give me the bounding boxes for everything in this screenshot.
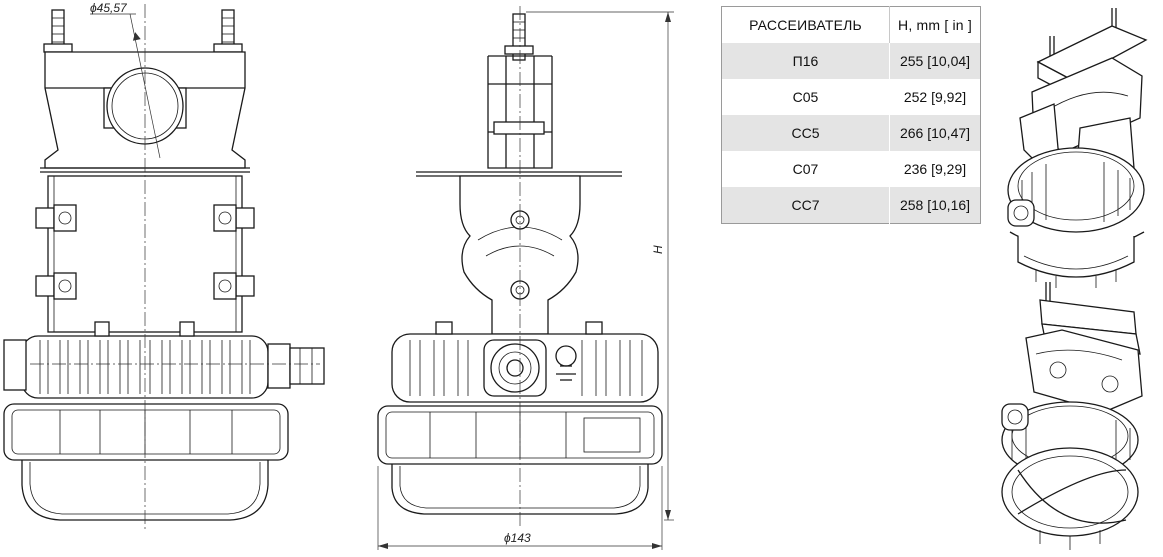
table-row: П16 255 [10,04] xyxy=(721,43,981,79)
isometric-view-bottom xyxy=(1001,282,1143,550)
height-cell: 258 [10,16] xyxy=(889,186,981,224)
side-housing xyxy=(391,321,659,403)
height-cell: 252 [9,92] xyxy=(903,88,967,105)
bracket-diameter-label: ϕ45,57 xyxy=(90,1,128,15)
diffuser-height-table: РАССЕИВАТЕЛЬ H, mm [ in ] П16 255 [10,04… xyxy=(721,6,981,224)
isometric-view-top xyxy=(1007,8,1148,288)
bracket-diameter-dimension: ϕ45,57 xyxy=(90,1,161,159)
diffuser-cell: С07 xyxy=(721,150,890,187)
diffuser-cell: СС5 xyxy=(721,114,890,151)
side-clamp xyxy=(487,55,553,169)
height-label: H xyxy=(651,245,665,254)
front-diffuser xyxy=(3,403,289,521)
front-studs xyxy=(43,9,243,53)
height-cell: 266 [10,47] xyxy=(889,114,981,151)
height-cell: 236 [9,29] xyxy=(903,160,967,177)
front-view: ϕ45,57 xyxy=(3,1,325,530)
side-view: H ϕ143 xyxy=(377,6,674,550)
table-row: СС5 266 [10,47] xyxy=(721,114,981,151)
height-dimension: H xyxy=(526,11,674,521)
table-header-row: РАССЕИВАТЕЛЬ H, mm [ in ] xyxy=(721,6,981,43)
diffuser-cell: С05 xyxy=(721,78,890,115)
table-row: СС7 258 [10,16] xyxy=(721,186,981,224)
front-housing xyxy=(3,321,325,399)
body-diameter-label: ϕ143 xyxy=(504,531,531,545)
table-row: С07 236 [9,29] xyxy=(721,150,981,187)
diffuser-cell: П16 xyxy=(721,43,890,79)
height-cell: 255 [10,04] xyxy=(889,43,981,79)
table-row: С05 252 [9,92] xyxy=(721,78,981,115)
diffuser-cell: СС7 xyxy=(721,186,890,224)
column-header-diffuser: РАССЕИВАТЕЛЬ xyxy=(721,6,890,43)
body-diameter-dimension: ϕ143 xyxy=(377,466,663,550)
column-header-height: H, mm [ in ] xyxy=(898,17,972,33)
